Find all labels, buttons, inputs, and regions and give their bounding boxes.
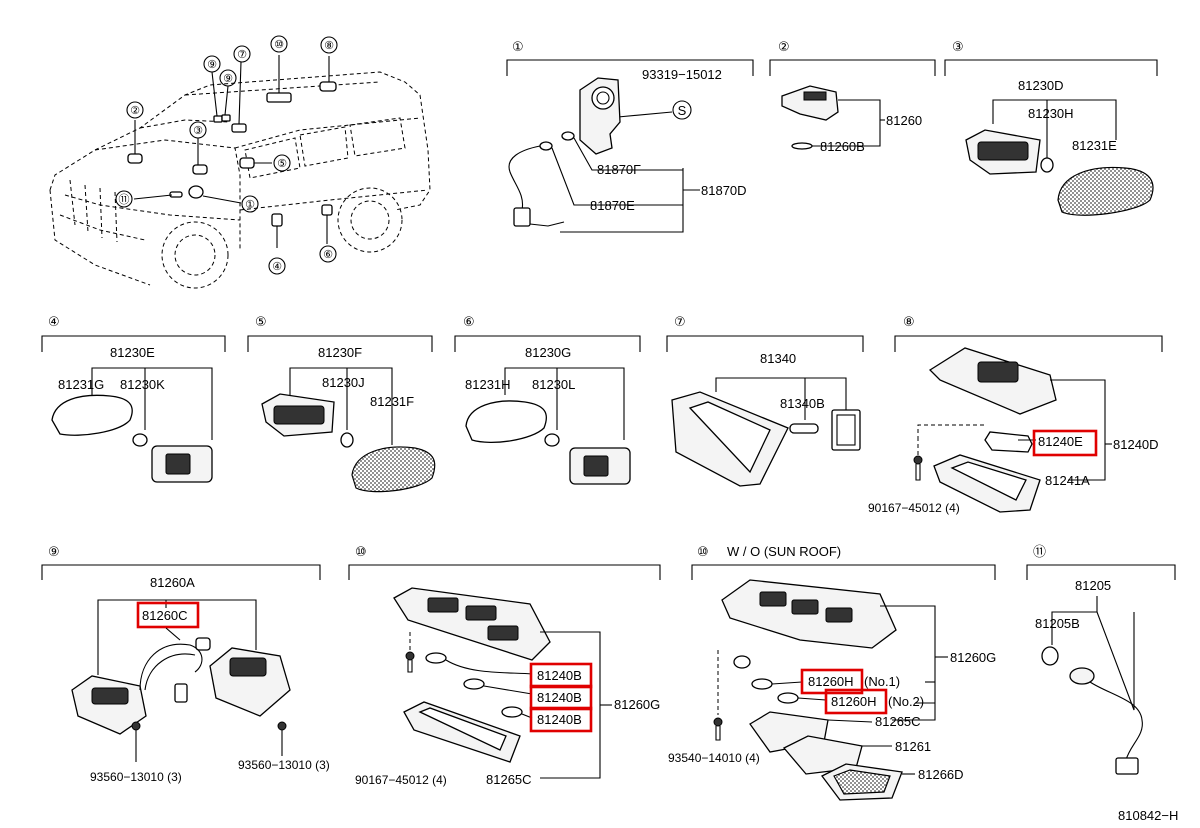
part-81230H: 81230H — [1028, 106, 1074, 121]
part-81240B-1: 81240B — [537, 668, 582, 683]
part-90167-45012-s10: 90167−45012 (4) — [355, 773, 447, 787]
vehicle-callout-1: ① — [245, 199, 255, 211]
part-81240B-2: 81240B — [537, 690, 582, 705]
part-81260B: 81260B — [820, 139, 865, 154]
part-s-marker: S — [678, 103, 687, 118]
part-81260G-s10b: 81260G — [950, 650, 996, 665]
part-81260A: 81260A — [150, 575, 195, 590]
part-81230J: 81230J — [322, 375, 365, 390]
vehicle-callout-11: ⑪ — [119, 193, 130, 206]
section-9: ⑨ 81260A 81260C 93560−13010 (3) 93560−13… — [41, 544, 330, 784]
part-81230F: 81230F — [318, 345, 362, 360]
highlight-81240B-3 — [529, 706, 593, 733]
part-81266D: 81266D — [918, 767, 964, 782]
vehicle-callout-3: ③ — [193, 125, 203, 137]
section-10b-number: ⑩ — [697, 544, 709, 559]
part-81340B: 81340B — [780, 396, 825, 411]
section-9-number: ⑨ — [48, 544, 60, 559]
vehicle-callout-4: ④ — [272, 261, 282, 273]
section-10-wo-sunroof: ⑩ W / O (SUN ROOF) 81260H (No.1) 81260H … — [668, 544, 996, 801]
part-81260H-1: 81260H — [808, 674, 854, 689]
part-81260G-s10: 81260G — [614, 697, 660, 712]
part-81261: 81261 — [895, 739, 931, 754]
part-93560-13010-b: 93560−13010 (3) — [238, 758, 330, 772]
part-81870F: 81870F — [597, 162, 641, 177]
section-6: ⑥ 81230G 81231H 81230L — [454, 314, 641, 485]
section-5: ⑤ 81230F 81230J 81231F — [247, 314, 436, 493]
part-93319-15012: 93319−15012 — [642, 67, 722, 82]
part-81260: 81260 — [886, 113, 922, 128]
vehicle-callout-9a: ⑨ — [207, 59, 217, 71]
section-2-number: ② — [778, 39, 790, 54]
section-3: ③ 81230D 81230H 81231E — [944, 39, 1158, 216]
highlight-81260C — [136, 601, 200, 629]
part-81230E: 81230E — [110, 345, 155, 360]
part-93540-14010: 93540−14010 (4) — [668, 751, 760, 765]
section-11-number: ⑪ — [1033, 544, 1046, 559]
section-8: ⑧ 81240D 81240E 81241A 90167−45012 (4) — [868, 314, 1163, 515]
part-90167-45012-s8: 90167−45012 (4) — [868, 501, 960, 515]
vehicle-callout-9b: ⑨ — [223, 73, 233, 85]
part-81240D: 81240D — [1113, 437, 1159, 452]
part-81260H-2: 81260H — [831, 694, 877, 709]
vehicle-callout-8: ⑧ — [324, 40, 334, 52]
part-81230K: 81230K — [120, 377, 165, 392]
vehicle-callout-10: ⑩ — [274, 39, 284, 51]
part-81231H: 81231H — [465, 377, 511, 392]
section-1: ① 93319−15012 S 81870F 81870E 81870D — [506, 39, 754, 233]
part-81230G: 81230G — [525, 345, 571, 360]
highlight-81260H-2 — [824, 688, 888, 715]
part-81241A: 81241A — [1045, 473, 1090, 488]
highlight-81240E — [1032, 429, 1098, 457]
section-8-number: ⑧ — [903, 314, 915, 329]
vehicle-callout-5: ⑤ — [277, 158, 287, 170]
part-81230L: 81230L — [532, 377, 575, 392]
part-81340: 81340 — [760, 351, 796, 366]
part-81260H-no2: (No.2) — [888, 694, 924, 709]
part-81870E: 81870E — [590, 198, 635, 213]
part-81240E: 81240E — [1038, 434, 1083, 449]
part-81260H-no1: (No.1) — [864, 674, 900, 689]
part-81870D: 81870D — [701, 183, 747, 198]
section-10: ⑩ 81240B 81240B 81240B 81260G 90167−4501… — [348, 544, 661, 787]
part-81260C: 81260C — [142, 608, 188, 623]
vehicle-callout-7: ⑦ — [237, 49, 247, 61]
part-81265C-s10b: 81265C — [875, 714, 921, 729]
part-81230D: 81230D — [1018, 78, 1064, 93]
section-11: ⑪ 81205 81205B — [1026, 544, 1176, 775]
part-81240B-3: 81240B — [537, 712, 582, 727]
part-81205B: 81205B — [1035, 616, 1080, 631]
vehicle-callout-6: ⑥ — [323, 249, 333, 261]
section-5-number: ⑤ — [255, 314, 267, 329]
section-10b-title: W / O (SUN ROOF) — [727, 544, 841, 559]
part-81231F: 81231F — [370, 394, 414, 409]
vehicle-callout-2: ② — [130, 105, 140, 117]
section-1-number: ① — [512, 39, 524, 54]
section-4: ④ 81230E 81231G 81230K — [41, 314, 226, 483]
part-81231G: 81231G — [58, 377, 104, 392]
part-81265C-s10: 81265C — [486, 772, 532, 787]
diagram-code: 810842−H — [1118, 808, 1178, 823]
section-3-number: ③ — [952, 39, 964, 54]
part-81205: 81205 — [1075, 578, 1111, 593]
section-10-number: ⑩ — [355, 544, 367, 559]
vehicle-overview: ② ③ ⑤ ④ ⑥ ⑧ ⑩ ⑦ ⑨ ⑨ ⑪ ① — [49, 35, 431, 289]
part-93560-13010-a: 93560−13010 (3) — [90, 770, 182, 784]
section-6-number: ⑥ — [463, 314, 475, 329]
section-2: ② 81260 81260B — [769, 39, 936, 154]
section-7-number: ⑦ — [674, 314, 686, 329]
section-4-number: ④ — [48, 314, 60, 329]
part-81231E: 81231E — [1072, 138, 1117, 153]
section-7: ⑦ 81340 81340B — [666, 314, 864, 487]
highlight-81260H-1 — [800, 668, 864, 695]
